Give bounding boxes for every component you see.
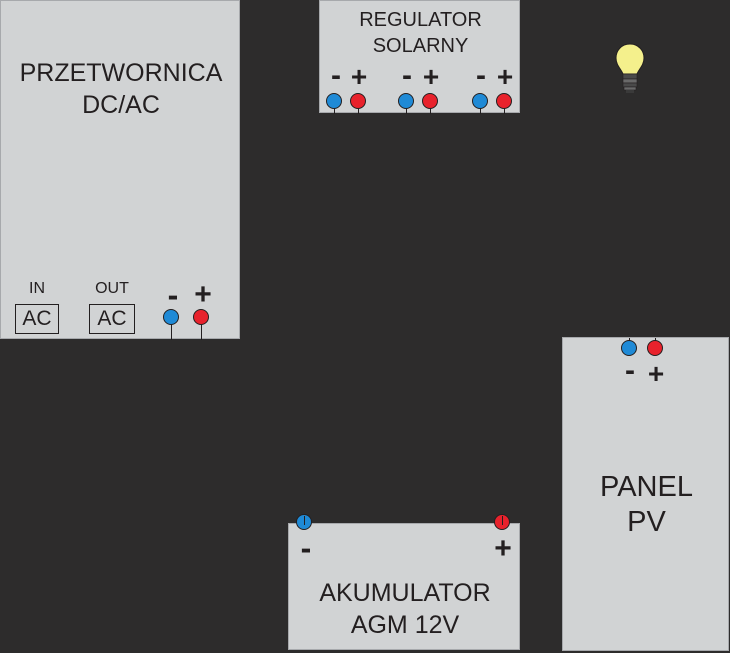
inverter-minus-sign: - bbox=[167, 277, 179, 313]
battery-title-line2: AGM 12V bbox=[350, 611, 460, 639]
regulator-title-line2: SOLARNY bbox=[372, 35, 469, 57]
regulator-plus-sign-3: + bbox=[496, 61, 514, 92]
inverter-in-label: IN bbox=[29, 280, 45, 297]
regulator-panel-negative-terminal[interactable] bbox=[326, 93, 342, 109]
inverter-title-line2: DC/AC bbox=[82, 91, 160, 119]
light-bulb-icon[interactable] bbox=[613, 42, 647, 98]
inverter-plus-sign: + bbox=[194, 278, 212, 311]
pv-title-line1: PANEL bbox=[600, 471, 693, 503]
regulator-panel-positive-terminal[interactable] bbox=[350, 93, 366, 109]
inverter-out-label: OUT bbox=[95, 280, 129, 297]
inverter-positive-terminal[interactable] bbox=[193, 309, 209, 325]
inverter-negative-terminal[interactable] bbox=[163, 309, 179, 325]
regulator-minus-sign-2: - bbox=[402, 59, 412, 92]
pv-minus-sign: - bbox=[625, 354, 635, 387]
regulator-battery-negative-terminal[interactable] bbox=[398, 93, 414, 109]
pv-title-line2: PV bbox=[627, 506, 666, 538]
battery-wire-pos bbox=[502, 516, 503, 525]
battery-wire-neg bbox=[304, 516, 305, 525]
regulator-plus-sign-2: + bbox=[422, 61, 440, 92]
regulator-load-negative-terminal[interactable] bbox=[472, 93, 488, 109]
regulator-plus-sign-1: + bbox=[350, 61, 368, 92]
pv-plus-sign: + bbox=[647, 358, 665, 389]
battery-plus-sign: + bbox=[494, 532, 512, 565]
inverter-box: PRZETWORNICA DC/AC IN OUT AC AC - + bbox=[0, 0, 240, 340]
inverter-title-line1: PRZETWORNICA bbox=[19, 59, 223, 87]
inverter-ac-in[interactable]: AC bbox=[15, 304, 59, 334]
inverter-ac-out[interactable]: AC bbox=[89, 304, 135, 334]
inverter-wire-pos bbox=[201, 324, 202, 340]
pv-positive-terminal[interactable] bbox=[647, 340, 663, 356]
regulator-minus-sign-3: - bbox=[476, 59, 486, 92]
inverter-wire-neg bbox=[171, 324, 172, 340]
battery-title-line1: AKUMULATOR bbox=[319, 579, 491, 607]
regulator-title-line1: REGULATOR bbox=[359, 9, 482, 31]
pv-negative-terminal[interactable] bbox=[621, 340, 637, 356]
battery-box: - + AKUMULATOR AGM 12V bbox=[288, 523, 520, 650]
pv-panel-box: - + PANEL PV bbox=[562, 337, 729, 651]
regulator-box: REGULATOR SOLARNY - + - + - + bbox=[319, 0, 520, 114]
regulator-battery-positive-terminal[interactable] bbox=[422, 93, 438, 109]
battery-minus-sign: - bbox=[300, 530, 312, 566]
regulator-minus-sign-1: - bbox=[331, 59, 341, 92]
regulator-load-positive-terminal[interactable] bbox=[496, 93, 512, 109]
